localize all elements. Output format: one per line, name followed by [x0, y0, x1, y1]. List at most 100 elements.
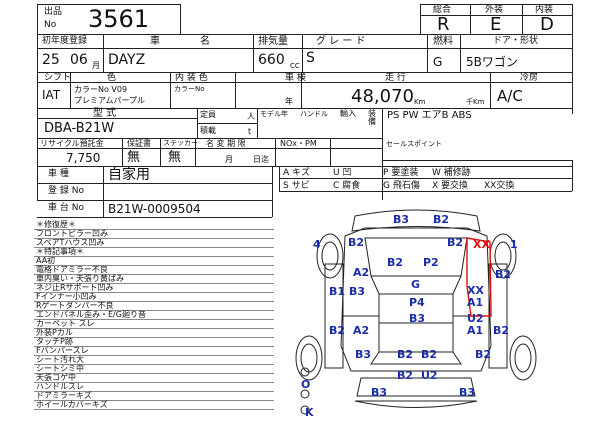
- legend-item: U 凹: [333, 168, 352, 178]
- car-name-label-1: 車: [150, 36, 160, 47]
- damage-mark: B2: [329, 324, 345, 337]
- damage-mark: B2: [475, 348, 491, 361]
- car-damage-diagram: B3 B2 B2 B2 B2 P2 A2 B1 B3 G B2 XX A1 P4…: [295, 209, 537, 419]
- damage-mark: B2: [447, 236, 463, 249]
- legend-item: A キズ: [283, 168, 311, 178]
- damage-mark: B2: [387, 256, 403, 269]
- inspection-year-unit: 年: [285, 97, 293, 106]
- lot-no-label: No: [44, 20, 57, 30]
- damage-mark: B2: [495, 268, 511, 281]
- air-conditioner: A/C: [497, 87, 523, 105]
- displacement-label: 排気量: [258, 36, 288, 47]
- damage-mark: B3: [393, 213, 409, 226]
- transfer-deadline-label: 名 変 期 限: [206, 139, 246, 148]
- memo-line-text: ハンドルスレ: [36, 382, 84, 391]
- capacity-label: 定員: [200, 110, 216, 119]
- legend-item: G 飛石傷: [383, 181, 420, 191]
- load-label: 積載: [200, 126, 216, 135]
- interior-color-no: カラーNo: [174, 85, 205, 93]
- grade: S: [306, 50, 315, 66]
- displacement: 660: [258, 52, 285, 68]
- panel-number-label: 1: [510, 238, 518, 251]
- memo-line-text: ネジ止Rサポート凹み: [36, 283, 114, 292]
- memo-line-text: 外装Pカル: [36, 328, 73, 337]
- rear-left-wheel-outline: [295, 335, 323, 381]
- vehicle-kind-label: 車 種: [48, 169, 69, 179]
- color-label: 色: [107, 73, 117, 83]
- damage-mark: G: [411, 278, 420, 291]
- memo-line-text: シートシミ中: [36, 364, 84, 373]
- exchange-mark: XX: [473, 238, 490, 251]
- interior-grade: D: [540, 14, 554, 35]
- exterior-grade-label: 外装: [485, 5, 504, 15]
- damage-mark: B3: [459, 386, 475, 399]
- damage-mark: O: [301, 378, 310, 391]
- damage-mark: A1: [467, 296, 483, 309]
- memo-line-text: AA初: [36, 256, 56, 265]
- damage-mark: B3: [371, 386, 387, 399]
- equipment: PS PW エアB ABS: [387, 110, 472, 121]
- model-year-label: モデル年: [260, 110, 288, 118]
- ac-label: 冷房: [520, 73, 539, 83]
- damage-mark: A2: [353, 324, 369, 337]
- sticker-label: ステッカー: [163, 139, 198, 147]
- legend-item: W 補修跡: [432, 168, 471, 178]
- front-left-wheel-outline: [316, 233, 344, 279]
- handle-label: ハンドル: [300, 110, 328, 118]
- memo-line-text: Fインナー小凹み: [36, 292, 97, 301]
- fuel: G: [433, 55, 443, 69]
- damage-mark: P2: [423, 256, 439, 269]
- rear-right-wheel-outline: [509, 335, 537, 381]
- shift-label: シフト: [44, 73, 72, 83]
- memo-line-text: Fバンパースレ: [36, 346, 89, 355]
- transfer-month-unit: 月: [225, 155, 233, 164]
- legend-item: S サビ: [283, 181, 310, 191]
- damage-mark: XX: [467, 284, 484, 297]
- damage-mark: A2: [353, 266, 369, 279]
- recycle-label: リサイクル預託金: [40, 139, 104, 148]
- capacity-unit: 人: [247, 112, 255, 121]
- memo-line-text: スペアTハウス凹み: [36, 238, 105, 247]
- damage-mark: B1: [329, 285, 345, 298]
- memo-line-text: 天張コゲ中: [36, 373, 76, 382]
- fuel-label: 燃料: [433, 36, 453, 47]
- sales-point-label: セールスポイント: [386, 140, 442, 148]
- first-reg-month: 06: [70, 52, 88, 68]
- color-no: カラーNo V09: [74, 85, 128, 94]
- door-shape: 5Bワゴン: [466, 55, 518, 69]
- lot-number: 3561: [88, 5, 150, 33]
- damage-mark: B2: [433, 213, 449, 226]
- memo-line-text: ＊特記事項＊: [36, 247, 84, 256]
- first-reg-label: 初年度登録: [42, 36, 88, 46]
- model-code: DBA-B21W: [44, 121, 115, 136]
- registration-label: 登 録 No: [48, 186, 84, 196]
- inspection-label: 車 検: [285, 73, 306, 83]
- nox-label: NOx・PM: [280, 139, 317, 148]
- vehicle-kind: 自家用: [108, 167, 150, 183]
- lot-label: 出品: [44, 7, 63, 17]
- color-name: プレミアムパープル: [74, 96, 145, 105]
- exterior-grade: E: [490, 14, 502, 35]
- month-unit: 月: [92, 61, 100, 70]
- load-unit: t: [248, 127, 252, 136]
- door-label: ドア・形状: [493, 36, 539, 46]
- car-name-label-2: 名: [200, 36, 210, 47]
- import-label: 輸入: [340, 109, 356, 118]
- memo-line-text: エンドパネル歪み・E/G廻り音: [36, 310, 146, 319]
- memo-line-text: ドアミラーキズ: [36, 391, 92, 400]
- damage-mark: U2: [421, 369, 438, 382]
- cc-unit: CC: [290, 62, 300, 70]
- damage-mark: U2: [467, 312, 484, 325]
- damage-mark: B2: [397, 348, 413, 361]
- overall-grade: R: [437, 14, 450, 35]
- damage-mark: P4: [409, 296, 425, 309]
- damage-mark: B3: [355, 348, 371, 361]
- legend-item: P 要塗装: [383, 168, 419, 178]
- grade-label: グ レ ー ド: [316, 36, 366, 47]
- damage-mark: B2: [421, 348, 437, 361]
- damage-mark: B2: [348, 236, 364, 249]
- model-label: 型 式: [93, 108, 117, 119]
- interior-color-label: 内 装 色: [175, 73, 208, 83]
- memo-line-text: フロントピラー凹み: [36, 229, 108, 238]
- interior-grade-label: 内装: [535, 5, 554, 15]
